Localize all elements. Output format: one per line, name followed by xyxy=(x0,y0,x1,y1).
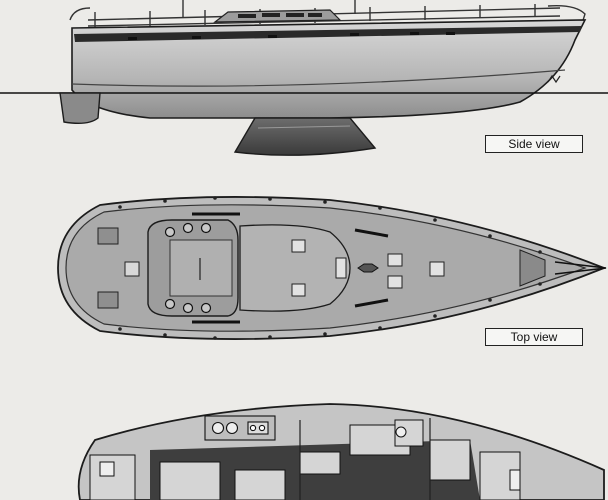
galley-fittings xyxy=(204,415,276,441)
coachroof-hatches xyxy=(291,239,347,297)
side-view xyxy=(0,0,608,156)
coachroof xyxy=(239,224,351,312)
logo-mark xyxy=(547,74,561,84)
top-view xyxy=(57,196,607,340)
foredeck-hatches xyxy=(387,253,445,289)
stanchions xyxy=(118,196,542,340)
winches xyxy=(164,222,212,314)
top-view-label: Top view xyxy=(485,328,583,346)
interior-furniture xyxy=(89,419,521,500)
genoa-tracks xyxy=(192,212,389,324)
interior-details xyxy=(99,426,521,491)
aft-hatch-center xyxy=(124,261,140,277)
cockpit-well xyxy=(169,239,233,297)
keel xyxy=(233,117,377,156)
bow-pulpit xyxy=(554,261,607,275)
side-view-label: Side view xyxy=(485,135,583,153)
boot-stripe xyxy=(71,69,566,87)
mast-step xyxy=(357,263,379,273)
hull-portlights xyxy=(128,32,455,40)
cabin-windows xyxy=(238,13,322,18)
interior-view xyxy=(77,403,605,500)
keel-highlight xyxy=(257,125,351,129)
aft-deck-hatches xyxy=(97,227,119,309)
rudder xyxy=(59,92,101,125)
anchor-locker xyxy=(519,249,546,287)
